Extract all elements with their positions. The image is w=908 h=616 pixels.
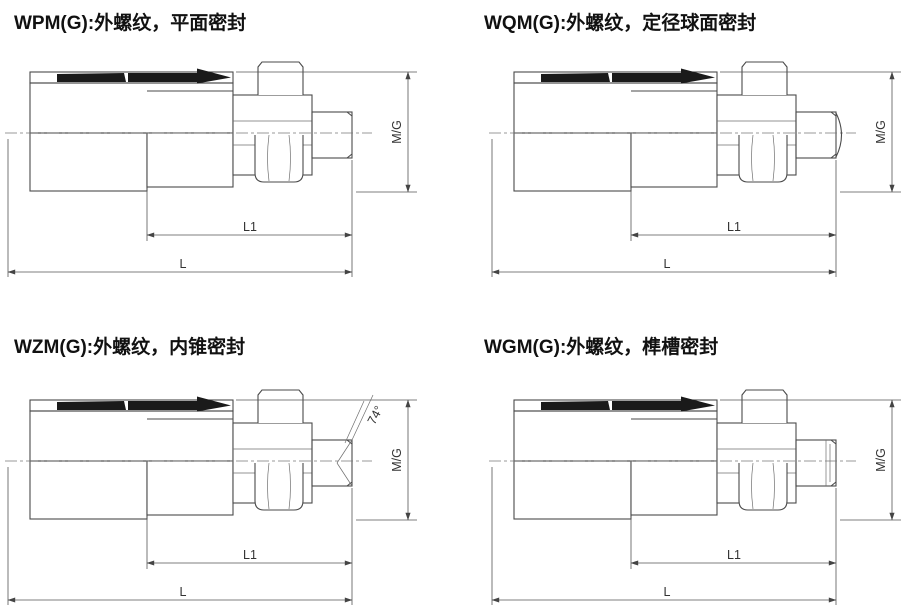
dim-label-l: L [180,585,187,599]
dim-label-l1: L1 [727,220,741,234]
dim-label-l: L [664,257,671,271]
dim-label-l1: L1 [243,220,257,234]
groove-seal-end [825,440,831,486]
fitting-drawing-wqm: M/G L1 L [484,55,908,300]
dim-label-mg: M/G [390,448,404,472]
dim-label-l1: L1 [243,548,257,562]
diagram-wqm: WQM(G):外螺纹，定径球面密封 M/G L1 L [470,0,908,308]
diagram-wpm: WPM(G):外螺纹，平面密封 M/G L1 L [0,0,454,308]
diagram-title-wzm: WZM(G):外螺纹，内锥密封 [14,337,246,358]
diagram-title-wgm: WGM(G):外螺纹，榫槽密封 [484,337,719,358]
dim-label-l1: L1 [727,548,741,562]
diagram-wgm: WGM(G):外螺纹，榫槽密封 M/G L1 L [470,308,908,616]
dim-label-mg: M/G [390,120,404,144]
diagram-title-wqm: WQM(G):外螺纹，定径球面密封 [484,13,757,34]
dim-label-l: L [664,585,671,599]
diagram-title-wpm: WPM(G):外螺纹，平面密封 [14,13,247,34]
dim-label-cone-angle: 74° [365,403,386,426]
spherical-seal-end [835,112,843,158]
fitting-drawing-wgm: M/G L1 L [484,383,908,616]
fitting-drawing-wzm: 74° M/G L1 L [0,383,440,616]
dim-label-l: L [180,257,187,271]
fitting-drawing-wpm: M/G L1 L [0,55,440,300]
diagram-wzm: WZM(G):外螺纹，内锥密封 74° M/G L1 L [0,308,454,616]
dim-label-mg: M/G [874,448,888,472]
dim-label-mg: M/G [874,120,888,144]
